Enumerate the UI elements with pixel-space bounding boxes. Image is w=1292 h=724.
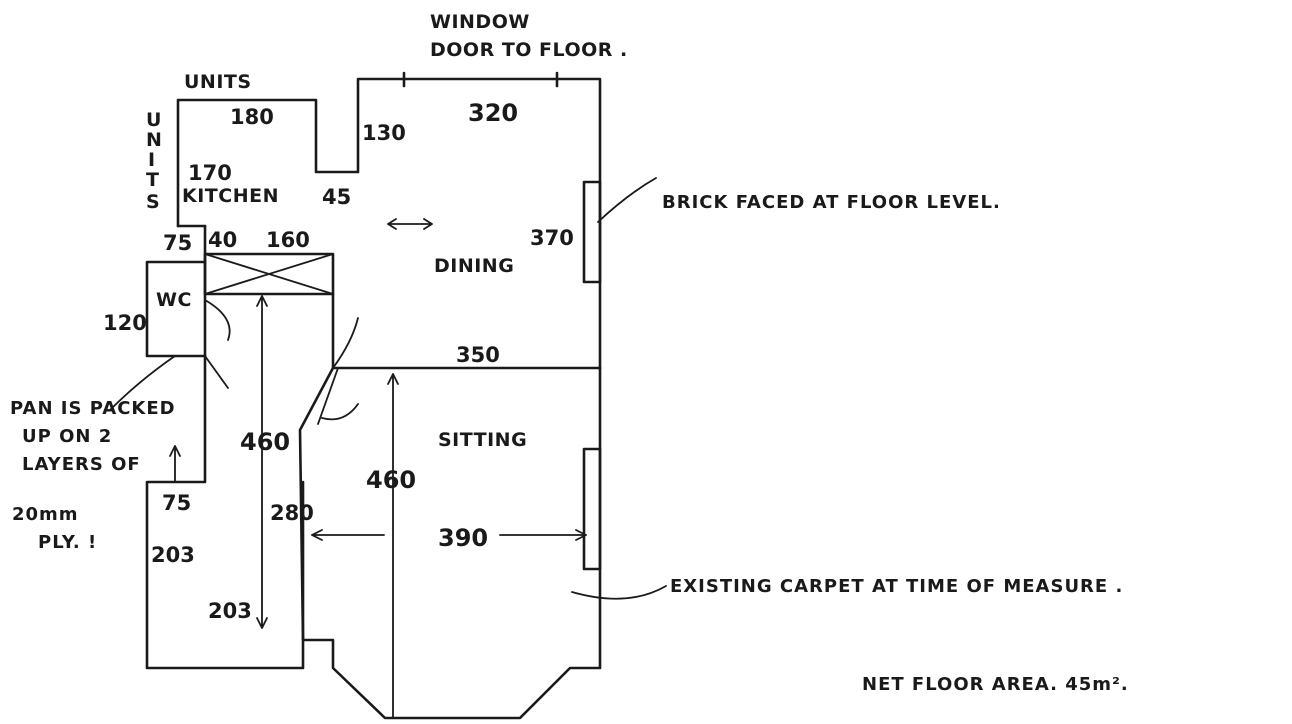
pan-note-4: 20mm [12, 504, 79, 525]
stair-box [203, 252, 335, 296]
brick-note: BRICK FACED AT FLOOR LEVEL. [662, 192, 1001, 213]
dining-arrow [387, 218, 433, 230]
dim-dining-depth: 370 [530, 226, 574, 250]
sitting-460-arrow [387, 373, 399, 719]
carpet-note: EXISTING CARPET AT TIME OF MEASURE . [670, 576, 1123, 597]
wc-door-swing [204, 299, 231, 341]
pan-arrow [169, 445, 181, 483]
sitting-door-swing [317, 367, 359, 425]
details [204, 71, 602, 571]
pan-note-3: LAYERS OF [22, 454, 141, 475]
pan-note-1: PAN IS PACKED [10, 398, 176, 419]
pan-note-5: PLY. ! [38, 532, 97, 553]
window-label-1: WINDOW [430, 11, 530, 33]
dim-40: 40 [208, 228, 237, 252]
brick-leader [597, 177, 657, 223]
dining-label: DINING [434, 255, 514, 277]
dimension-lines [169, 218, 587, 719]
units-side-s: S [146, 191, 160, 213]
pan-leader [109, 355, 176, 411]
dim-203-left: 203 [151, 543, 195, 567]
sitting-390-arrow [311, 529, 587, 541]
pan-note-2: UP ON 2 [22, 426, 112, 447]
wc-door-leaf [204, 355, 229, 389]
units-side-i: I [148, 149, 156, 171]
hall-460-arrow [256, 295, 268, 629]
sitting-wall [298, 366, 602, 720]
sitting-chimney [582, 447, 602, 571]
dim-130: 130 [362, 121, 406, 145]
dim-280: 280 [270, 501, 314, 525]
dim-45: 45 [322, 185, 351, 209]
units-top-label: UNITS [184, 71, 252, 93]
chimney-breast [582, 180, 602, 284]
units-side-n: N [146, 129, 162, 151]
hall-door-swing [332, 317, 359, 369]
dim-kitchen-width: 180 [230, 105, 274, 129]
window-label-2: DOOR TO FLOOR . [430, 39, 628, 61]
dim-hall-460: 460 [240, 428, 290, 456]
units-side-t: T [146, 169, 159, 191]
carpet-leader [571, 585, 667, 600]
leaders [109, 177, 667, 600]
area-note: NET FLOOR AREA. 45m². [862, 674, 1129, 695]
wc-label: WC [156, 289, 192, 311]
units-side-u: U [146, 109, 162, 131]
dim-203: 203 [208, 599, 252, 623]
dim-120: 120 [103, 311, 147, 335]
wc-outer-wall [145, 260, 207, 358]
dim-kitchen-depth: 170 [188, 161, 232, 185]
dim-dining-width: 320 [468, 99, 518, 127]
kitchen-wall [176, 77, 602, 370]
dim-75-top: 75 [163, 231, 192, 255]
dim-160: 160 [266, 228, 310, 252]
kitchen-label: KITCHEN [182, 185, 279, 207]
dim-sitting-390: 390 [438, 524, 488, 552]
sitting-label: SITTING [438, 429, 527, 451]
stair-cross [204, 253, 334, 295]
dim-sitting-460: 460 [366, 466, 416, 494]
dim-dining-bottom: 350 [456, 343, 500, 367]
dim-75-bottom: 75 [162, 491, 191, 515]
